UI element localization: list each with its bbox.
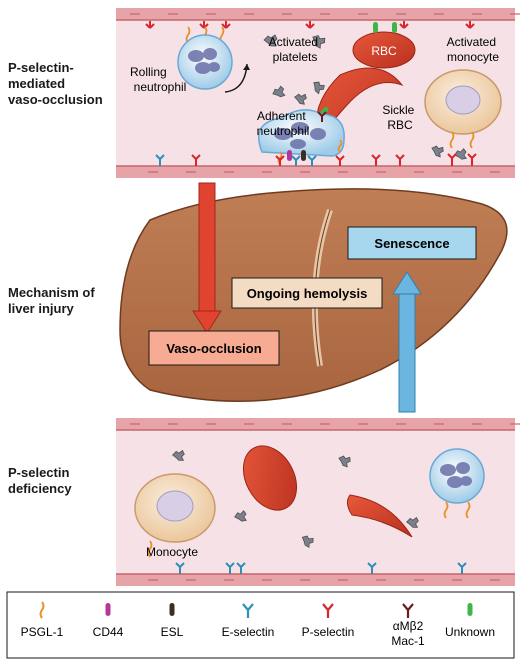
bottom-vessel-cell-junctions [130, 423, 520, 581]
legend-label: E-selectin [222, 625, 275, 639]
platelet-icon [405, 516, 419, 528]
mac1-icon [402, 603, 414, 618]
bottom-vessel-panel: Monocyte [116, 418, 520, 586]
legend-item-psgl-1: PSGL-1 [21, 601, 64, 639]
platelet-icon [454, 148, 467, 160]
legend-item-esl: ESL [161, 603, 184, 639]
rbc-top: RBC [352, 22, 416, 69]
label-activated-platelets-text: Activated [269, 35, 318, 49]
label-rolling-neutrophil-text-line2: neutrophil [134, 80, 187, 94]
platelet-icon [431, 145, 444, 158]
activated-monocyte [424, 69, 502, 166]
platelet-icon [301, 535, 314, 549]
platelet-icon [294, 93, 307, 105]
arrow-down-vaso-occlusion [192, 182, 222, 334]
legend-label: Unknown [445, 625, 495, 639]
label-monocyte: Monocyte [146, 545, 198, 559]
legend-item-unknown: Unknown [445, 603, 495, 639]
label-activated-platelets: Activated platelets [269, 35, 322, 64]
label-sickle-rbc: Sickle RBC [382, 103, 417, 132]
e-selectin-lower-wall-bottom [175, 562, 467, 574]
label-activated-platelets-text-line2: platelets [273, 50, 318, 64]
esl-icon [169, 603, 175, 616]
monocyte-bottom [134, 473, 216, 558]
platelet-icon [234, 510, 247, 522]
p-selectin-icon [322, 603, 334, 618]
ongoing-hemolysis-box: Ongoing hemolysis [231, 277, 383, 309]
senescence-box: Senescence [347, 226, 477, 260]
top-vessel-cell-junctions [130, 13, 520, 173]
platelets-bottom-group [171, 449, 419, 549]
receptors-lower-wall-top [155, 154, 405, 166]
legend-label: ESL [161, 625, 184, 639]
legend-item-e-selectin: E-selectin [222, 603, 275, 639]
platelet-icon [272, 85, 286, 98]
top-vessel-panel: Rolling neutrophil Activated platelets R… [116, 8, 520, 178]
neutrophil-bottom [429, 448, 485, 519]
platelet-icon [338, 455, 351, 468]
legend-label-line2: Mac-1 [391, 634, 425, 648]
label-senescence: Senescence [374, 236, 449, 251]
label-activated-monocyte: Activated monocyte [447, 35, 500, 64]
rbc-bottom-1 [242, 445, 298, 511]
legend-item-cd44: CD44 [93, 603, 124, 639]
cd44-icon [105, 603, 111, 616]
legend-label: PSGL-1 [21, 625, 64, 639]
top-vessel-wall-lower [116, 165, 515, 178]
label-adherent-neutrophil-text: Adherent [257, 109, 306, 123]
bottom-vessel-wall-lower [116, 573, 515, 586]
platelet-icon [263, 34, 278, 47]
psgl1-icon [39, 601, 45, 619]
unknown-icon [467, 603, 473, 616]
label-rolling-neutrophil-text: Rolling [130, 65, 167, 79]
platelet-icon [313, 81, 325, 95]
legend-items: PSGL-1 CD44 ESL E-selectin P-selectin αMβ2Mac… [21, 601, 495, 648]
legend-frame [6, 591, 515, 659]
section-label-bottom: P-selectin deficiency [8, 465, 72, 496]
label-ongoing-hemolysis: Ongoing hemolysis [247, 286, 368, 301]
bottom-vessel-wall-upper [116, 418, 515, 431]
label-rolling-neutrophil: Rolling neutrophil [130, 65, 186, 94]
label-vaso-occlusion: Vaso-occlusion [166, 341, 261, 356]
top-vessel-wall-upper [116, 8, 515, 21]
e-selectin-icon [242, 603, 254, 618]
label-sickle-rbc-text: Sickle [382, 103, 414, 117]
adherent-neutrophil [258, 109, 345, 166]
legend-item-p-selectin: P-selectin [302, 603, 355, 639]
platelet-icon [312, 35, 326, 49]
label-activated-monocyte-text-line2: monocyte [447, 50, 499, 64]
arrow-up-senescence [392, 271, 422, 413]
legend-label: CD44 [93, 625, 124, 639]
label-sickle-rbc-text-line2: RBC [387, 118, 413, 132]
vaso-occlusion-box: Vaso-occlusion [148, 330, 280, 366]
label-adherent-neutrophil: Adherent neutrophil [257, 109, 310, 138]
rolling-neutrophil [177, 26, 250, 93]
sickle-rbc-bottom [346, 494, 413, 538]
legend-label: αMβ2 [393, 619, 424, 633]
label-rbc: RBC [371, 44, 397, 58]
platelet-icon [171, 449, 185, 461]
label-activated-monocyte-text: Activated [447, 35, 496, 49]
section-label-middle: Mechanism of liver injury [8, 285, 95, 316]
label-adherent-neutrophil-text-line2: neutrophil [257, 124, 310, 138]
section-label-top: P-selectin- mediated vaso-occlusion [8, 60, 103, 107]
legend: PSGL-1 CD44 ESL E-selectin P-selectin αMβ2Mac… [6, 591, 515, 659]
legend-label: P-selectin [302, 625, 355, 639]
